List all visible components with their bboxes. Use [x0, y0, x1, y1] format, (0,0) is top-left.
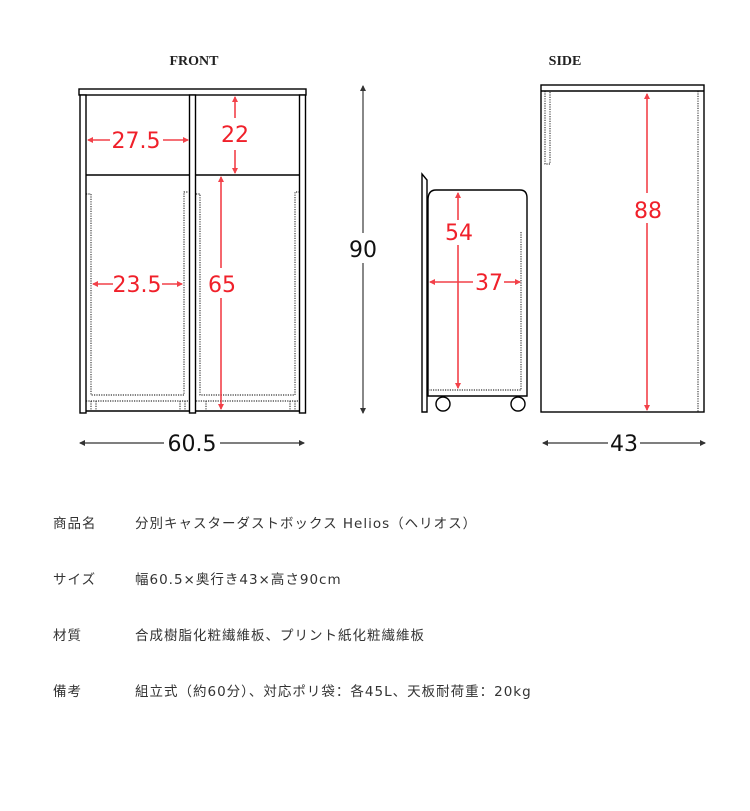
front-cabinet-outline — [78, 88, 307, 414]
spec-row-size: サイズ 幅60.5×奥行き43×高さ90cm — [53, 568, 733, 624]
side-total-depth-label: 43 — [610, 432, 638, 457]
side-inner-height-label: 88 — [634, 199, 662, 224]
spec-value: 組立式（約60分）、対応ポリ袋：各45L、天板耐荷重：20kg — [135, 684, 532, 700]
spec-row-product-name: 商品名 分別キャスターダストボックス Helios（ヘリオス） — [53, 512, 733, 568]
front-dimension-arrows — [87, 96, 238, 410]
side-bin-dimension-arrows — [429, 192, 521, 389]
side-view: SIDE 88 43 — [540, 54, 706, 457]
front-door-dotted-outlines — [86, 191, 299, 411]
spec-table: 商品名 分別キャスターダストボックス Helios（ヘリオス） サイズ 幅60.… — [53, 512, 733, 736]
side-view-title: SIDE — [549, 54, 582, 69]
side-bin-height-label: 54 — [445, 221, 473, 246]
spec-value: 分別キャスターダストボックス Helios（ヘリオス） — [135, 516, 478, 532]
front-view: FRONT — [78, 54, 377, 457]
spec-row-material: 材質 合成樹脂化粧繊維板、プリント紙化粧繊維板 — [53, 624, 733, 680]
front-lower-height-label: 65 — [208, 273, 236, 298]
front-upper-width-label: 27.5 — [112, 129, 161, 154]
front-upper-height-label: 22 — [221, 123, 249, 148]
front-view-title: FRONT — [170, 54, 220, 69]
spec-value: 合成樹脂化粧繊維板、プリント紙化粧繊維板 — [135, 628, 425, 644]
dimension-drawing: FRONT — [78, 54, 706, 457]
spec-label: 材質 — [53, 628, 82, 644]
front-total-width-label: 60.5 — [168, 432, 217, 457]
spec-label: 商品名 — [53, 516, 97, 532]
side-bin-view: 54 37 — [421, 172, 528, 413]
spec-row-notes: 備考 組立式（約60分）、対応ポリ袋：各45L、天板耐荷重：20kg — [53, 680, 733, 736]
front-total-height-label: 90 — [349, 238, 377, 263]
spec-label: サイズ — [53, 572, 97, 588]
spec-value: 幅60.5×奥行き43×高さ90cm — [135, 572, 342, 588]
side-bin-depth-label: 37 — [475, 271, 503, 296]
front-lower-width-label: 23.5 — [113, 273, 162, 298]
spec-label: 備考 — [53, 684, 82, 700]
